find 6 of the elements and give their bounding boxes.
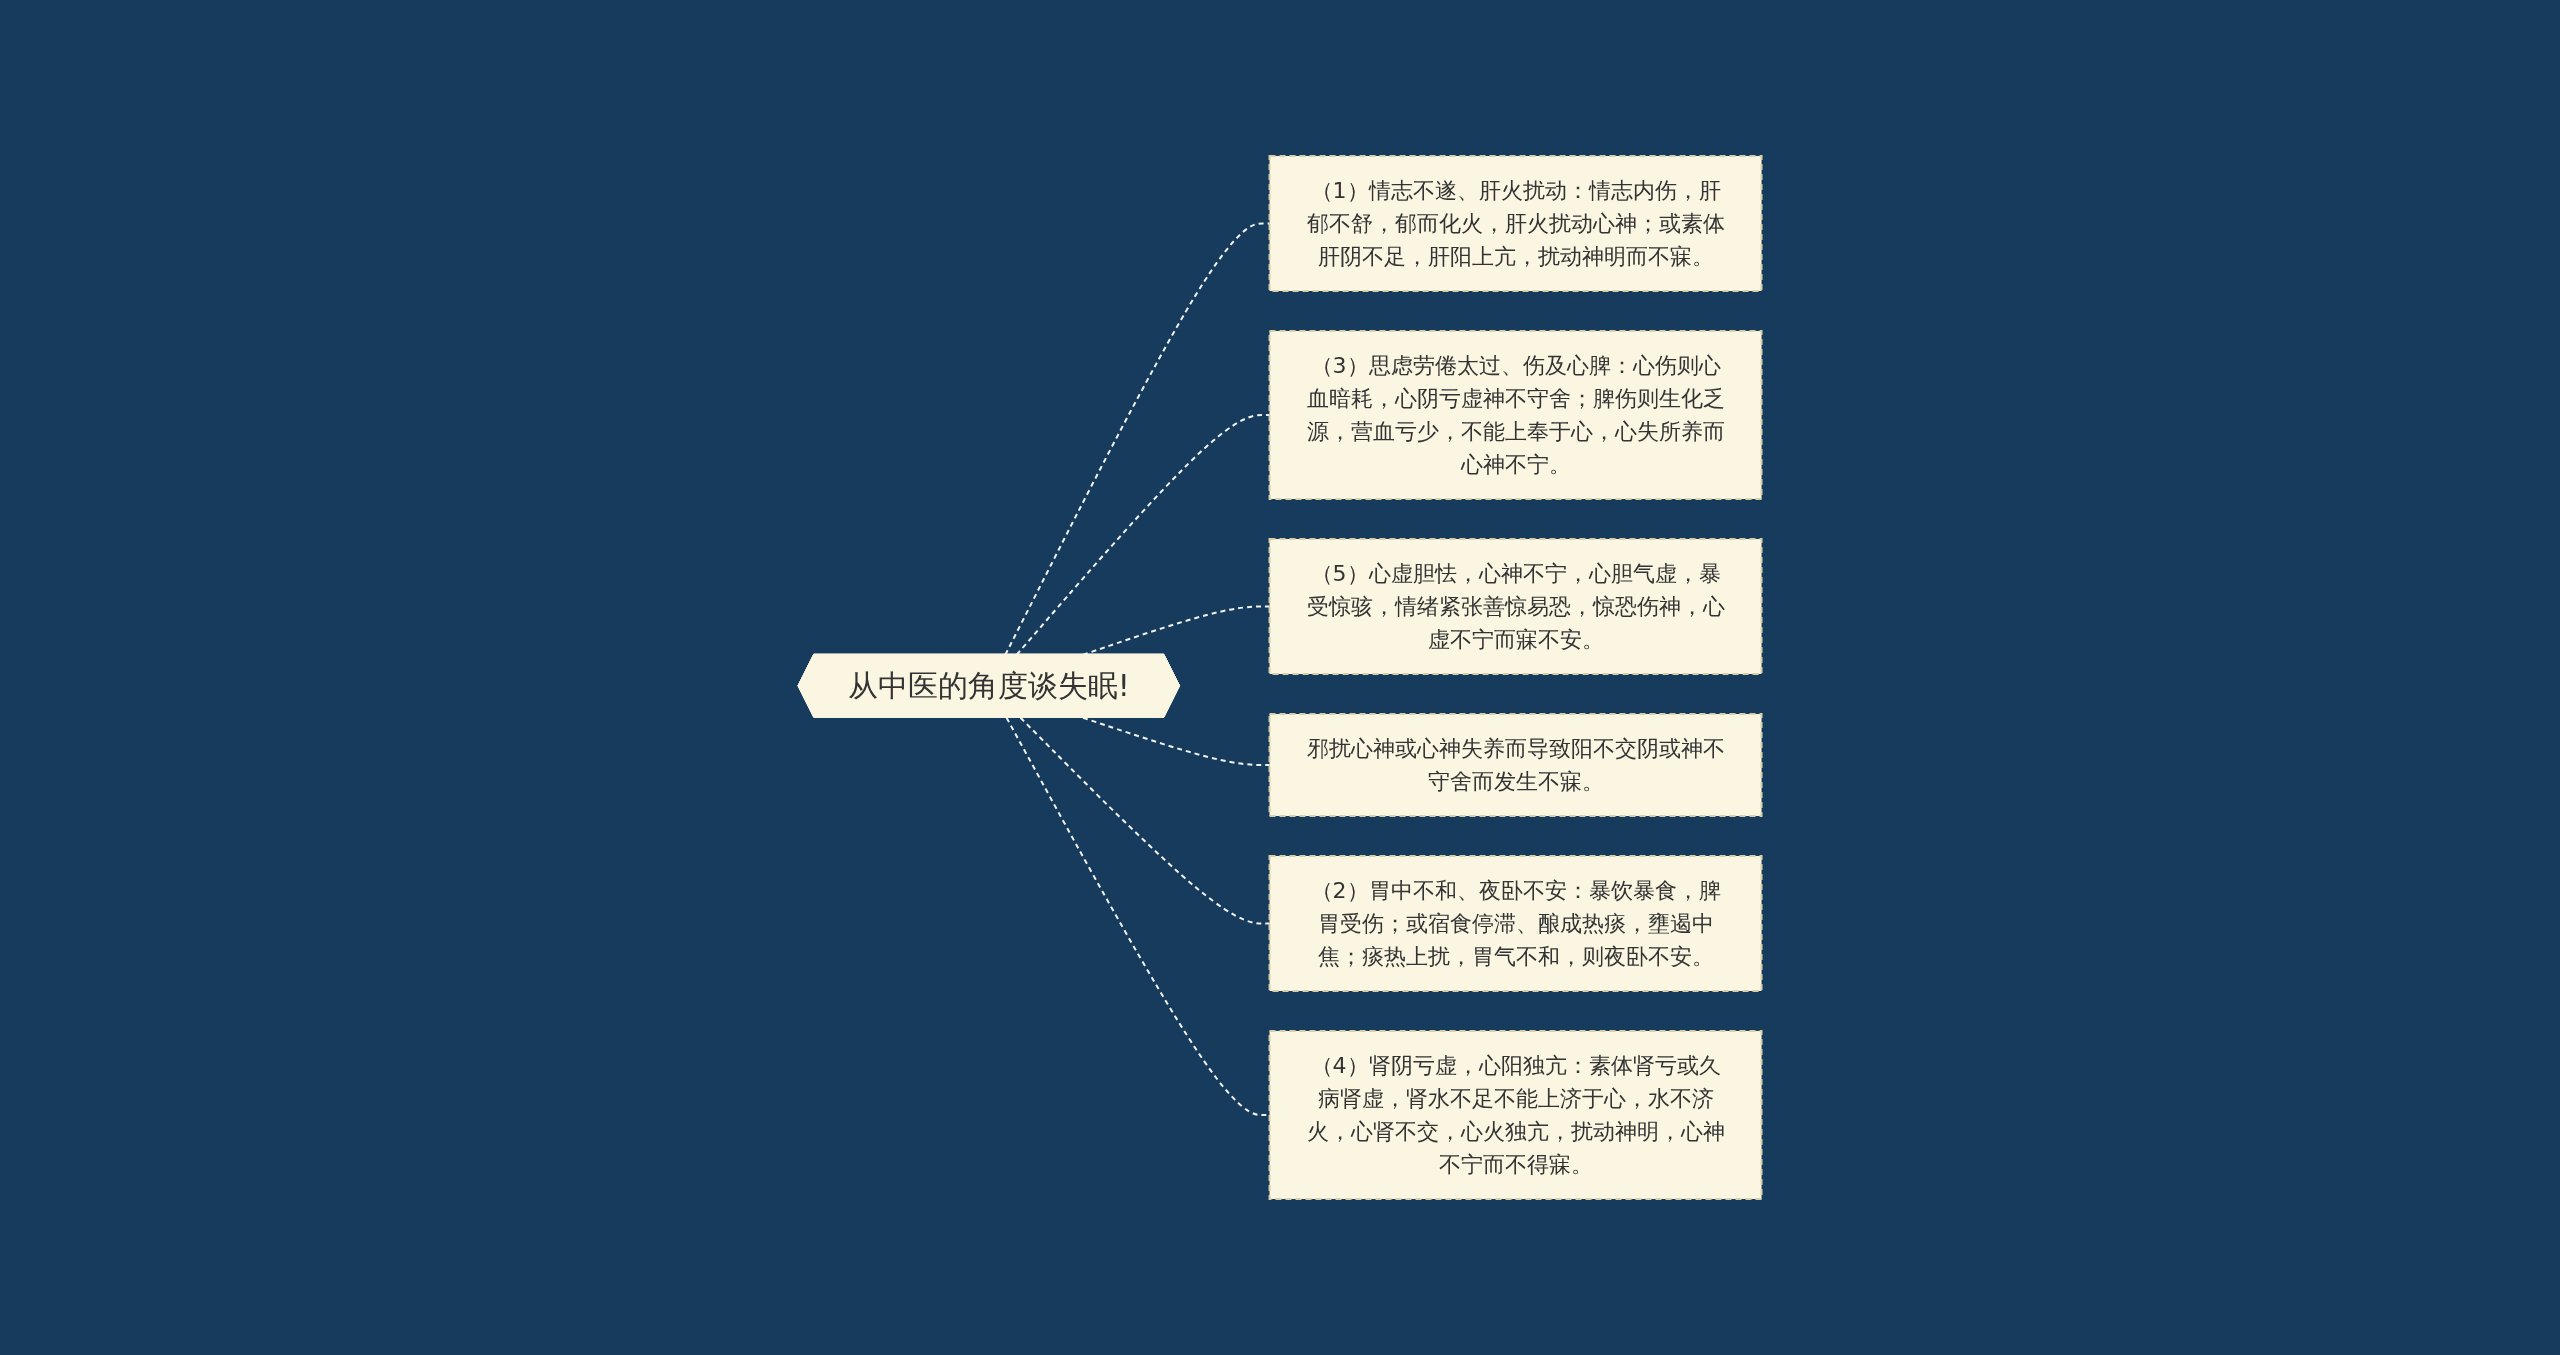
node-box: 邪扰心神或心神失养而导致阳不交阴或神不守舍而发生不寐。 (1268, 713, 1763, 817)
node-box: （3）思虑劳倦太过、伤及心脾：心伤则心血暗耗，心阴亏虚神不守舍；脾伤则生化乏源，营血亏少，不能上奉于心，心失所养而心神不宁。 (1268, 330, 1763, 500)
node-box: （1）情志不遂、肝火扰动：情志内伤，肝郁不舒，郁而化火，肝火扰动心神；或素体肝阴不足，肝阳上亢，扰动神明而不寐。 (1268, 155, 1763, 292)
node-box: （5）心虚胆怯，心神不宁，心胆气虚，暴受惊骇，情绪紧张善惊易恐，惊恐伤神，心虚不宁而寐不安。 (1268, 538, 1763, 675)
node-box: （4）肾阴亏虚，心阳独亢：素体肾亏或久病肾虚，肾水不足不能上济于心，水不济火，心肾不交，心火独亢，扰动神明，心神不宁而不得寐。 (1268, 1030, 1763, 1200)
node-box: （2）胃中不和、夜卧不安：暴饮暴食，脾胃受伤；或宿食停滞、酿成热痰，壅遏中焦；痰热上扰，胃气不和，则夜卧不安。 (1268, 855, 1763, 992)
